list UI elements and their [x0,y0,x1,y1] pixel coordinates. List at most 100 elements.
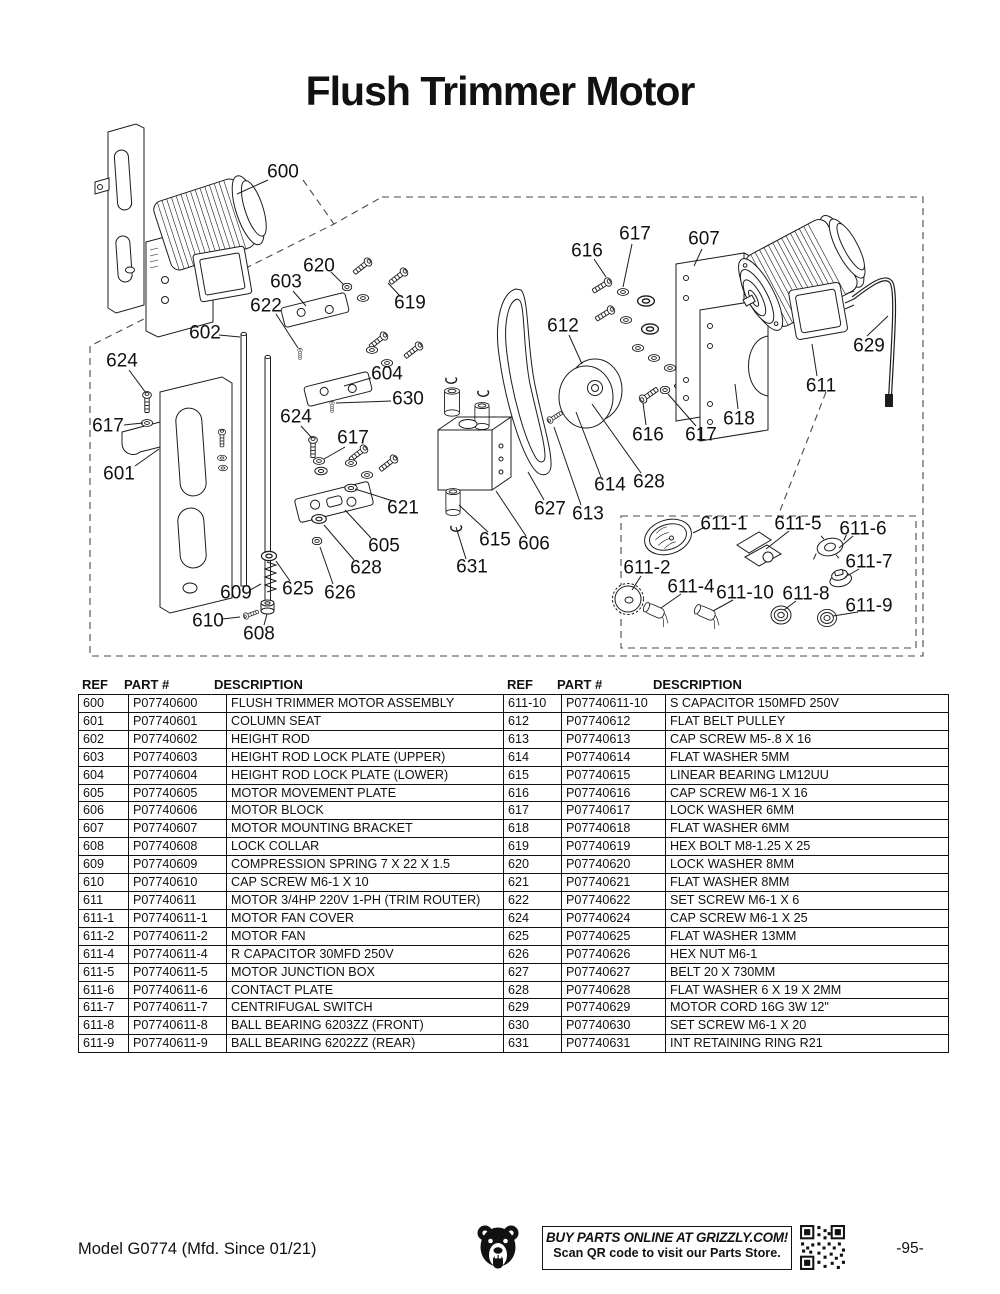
table-cell: HEIGHT ROD LOCK PLATE (LOWER) [226,765,504,785]
callout-leader-line [123,422,144,426]
part-callout-label: 617 [337,428,369,449]
callout-leader-line [387,282,401,297]
inset-parts-drawing [612,518,853,631]
callout-leader-line [300,425,313,439]
spring-collar-drawing [260,550,278,615]
table-cell: LOCK WASHER 8MM [665,855,949,875]
table-cell: P07740611-10 [561,694,666,713]
part-callout-label: 625 [282,579,314,600]
callout-leader-line [263,613,268,626]
table-cell: P07740622 [561,890,666,910]
table-cell: CAP SCREW M6-1 X 16 [665,783,949,803]
table-cell: 628 [503,980,562,1000]
part-callout-label: 628 [633,472,665,493]
callout-leader-line [568,334,583,365]
table-cell: 603 [78,747,129,767]
callout-leader-line [693,248,703,267]
callout-leader-line [249,583,262,591]
table-cell: 614 [503,747,562,767]
table-cell: COLUMN SEAT [226,711,504,731]
table-cell: 605 [78,783,129,803]
callout-leader-line [330,271,345,286]
callout-leader-line [622,243,633,288]
callout-leader-line [553,426,582,506]
table-cell: P07740617 [561,801,666,821]
table-cell: P07740602 [128,729,227,749]
table-cell: 622 [503,890,562,910]
table-cell: 621 [503,873,562,892]
table-cell: P07740631 [561,1034,666,1054]
callout-leader-line [344,509,372,539]
pulley-drawing [558,358,623,429]
table-cell: P07740626 [561,944,666,964]
part-callout-label: 617 [619,224,651,245]
buy-parts-banner: BUY PARTS ONLINE AT GRIZZLY.COM! Scan QR… [542,1226,792,1270]
part-callout-label: 626 [324,583,356,604]
table-cell: SET SCREW M6-1 X 6 [665,890,949,910]
table-cell: P07740625 [561,926,666,946]
table-cell: 600 [78,694,129,713]
part-callout-label: 604 [371,364,403,385]
buy-parts-subline: Scan QR code to visit our Parts Store. [553,1246,781,1260]
table-cell: P07740608 [128,837,227,857]
table-cell: P07740605 [128,783,227,803]
table-cell: 611-10 [503,694,562,713]
motor-cord-drawing [844,277,897,407]
part-callout-label: 616 [571,241,603,262]
part-callout-label: 601 [103,464,135,485]
callout-leader-line [323,524,355,561]
callout-leader-line [838,535,854,549]
table-cell: P07740615 [561,765,666,785]
column-header-ref: REF [82,677,108,692]
table-cell: P07740612 [561,711,666,731]
page-title: Flush Trimmer Motor [305,68,696,114]
column-header-description: DESCRIPTION [653,677,742,692]
part-callout-label: 624 [106,351,138,372]
diagram-boundary [89,179,924,657]
table-cell: LINEAR BEARING LM12UU [665,765,949,785]
table-cell: 613 [503,729,562,749]
table-cell: 615 [503,765,562,785]
part-callout-label: 618 [723,409,755,430]
table-cell: 606 [78,801,129,821]
part-callout-label: 610 [192,611,224,632]
callout-leader-line [575,411,602,478]
table-cell: 631 [503,1034,562,1054]
table-cell: P07740611-6 [128,980,227,1000]
grizzly-bear-icon [477,1225,519,1269]
table-cell: P07740611-8 [128,1016,227,1036]
table-cell: MOTOR 3/4HP 220V 1-PH (TRIM ROUTER) [226,890,504,910]
part-callout-label: 609 [220,583,252,604]
part-callout-label: 621 [387,498,419,519]
callout-leader-line [134,448,160,467]
table-cell: R CAPACITOR 30MFD 250V [226,944,504,964]
part-callout-label: 611-9 [845,596,892,617]
table-cell: FLAT WASHER 5MM [665,747,949,767]
table-cell: 604 [78,765,129,785]
table-cell: BALL BEARING 6203ZZ (FRONT) [226,1016,504,1036]
callout-leader-line [292,290,307,307]
part-callout-label: 611-4 [667,577,715,598]
callout-leader-line [343,377,372,387]
table-cell: P07740601 [128,711,227,731]
table-cell: CAP SCREW M5-.8 X 16 [665,729,949,749]
callout-leader-line [832,611,859,617]
part-callout-label: 603 [270,272,302,293]
table-cell: HEX BOLT M8-1.25 X 25 [665,837,949,857]
